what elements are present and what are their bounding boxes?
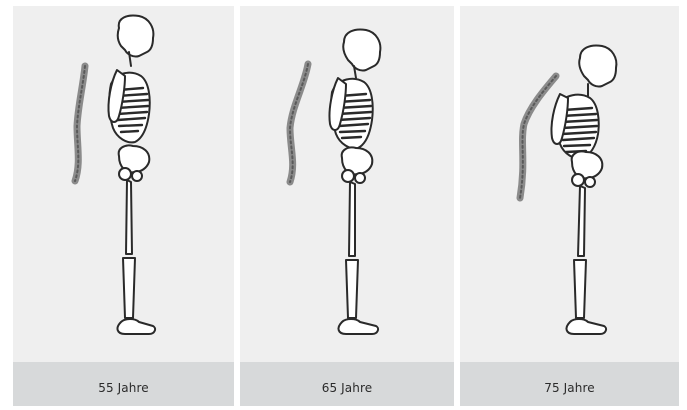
foot <box>567 319 607 334</box>
foot <box>339 319 379 334</box>
femur <box>349 182 355 256</box>
tibia <box>574 260 586 318</box>
skeleton-65 <box>240 6 454 362</box>
skull <box>343 30 380 71</box>
illustration-65 <box>240 6 454 362</box>
femur <box>126 180 132 254</box>
caption-55: 55 Jahre <box>13 362 234 406</box>
tibia <box>346 260 358 318</box>
skeleton-55 <box>13 6 234 362</box>
spine <box>290 64 308 182</box>
skeleton-75 <box>460 6 679 362</box>
caption-75: 75 Jahre <box>460 362 679 406</box>
femur <box>578 186 585 256</box>
panel-75: 75 Jahre <box>460 6 679 406</box>
skull <box>579 46 616 87</box>
illustration-55 <box>13 6 234 362</box>
caption-65: 65 Jahre <box>240 362 454 406</box>
illustration-75 <box>460 6 679 362</box>
foot <box>118 319 156 334</box>
panel-55: 55 Jahre <box>13 6 234 406</box>
skull <box>118 16 154 57</box>
spine <box>520 76 556 198</box>
panel-65: 65 Jahre <box>240 6 454 406</box>
tibia <box>123 258 135 318</box>
